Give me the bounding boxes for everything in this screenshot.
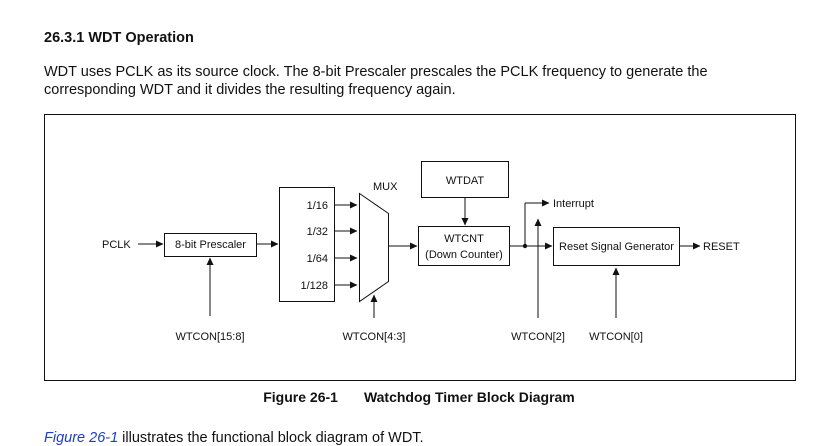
wtcon-prescaler-label: WTCON[15:8] xyxy=(175,331,244,343)
mux-shape xyxy=(359,192,389,303)
paragraph-line-2: corresponding WDT and it divides the res… xyxy=(44,82,456,98)
wtdat-box xyxy=(421,161,509,198)
wtcnt-box xyxy=(418,226,510,266)
divider-label-2: 1/32 xyxy=(307,226,328,238)
figure-title: Watchdog Timer Block Diagram xyxy=(363,389,575,405)
reset-label: RESET xyxy=(703,241,740,253)
figure-link[interactable]: Figure 26-1 xyxy=(44,430,119,446)
divider-label-4: 1/128 xyxy=(300,280,328,292)
reset-generator-box xyxy=(553,227,680,266)
figure-caption: Figure 26-1 Watchdog Timer Block Diagram xyxy=(0,389,838,405)
prescaler-box xyxy=(164,233,257,257)
wtcon-mux-label: WTCON[4:3] xyxy=(343,331,406,343)
interrupt-label: Interrupt xyxy=(553,198,594,210)
footer-text: illustrates the functional block diagram… xyxy=(118,430,424,446)
divider-box xyxy=(279,187,335,302)
pclk-label: PCLK xyxy=(102,239,131,251)
wtcon-reset-label: WTCON[0] xyxy=(589,331,643,343)
diagram-frame xyxy=(44,114,796,381)
figure-number: Figure 26-1 xyxy=(263,389,338,405)
description-paragraph: WDT uses PCLK as its source clock. The 8… xyxy=(44,63,764,99)
wtcnt-label: WTCNT xyxy=(444,233,484,245)
footer-paragraph: Figure 26-1 illustrates the functional b… xyxy=(44,430,424,446)
divider-label-3: 1/64 xyxy=(307,253,328,265)
paragraph-line-1: WDT uses PCLK as its source clock. The 8… xyxy=(44,64,708,80)
section-heading: 26.3.1 WDT Operation xyxy=(44,30,194,46)
wtcon-interrupt-label: WTCON[2] xyxy=(511,331,565,343)
reset-generator-label: Reset Signal Generator xyxy=(559,241,674,253)
divider-label-1: 1/16 xyxy=(307,200,328,212)
prescaler-label: 8-bit Prescaler xyxy=(175,239,246,251)
wtcnt-sublabel: (Down Counter) xyxy=(425,249,503,261)
wtdat-label: WTDAT xyxy=(446,175,485,187)
mux-label: MUX xyxy=(373,181,398,193)
